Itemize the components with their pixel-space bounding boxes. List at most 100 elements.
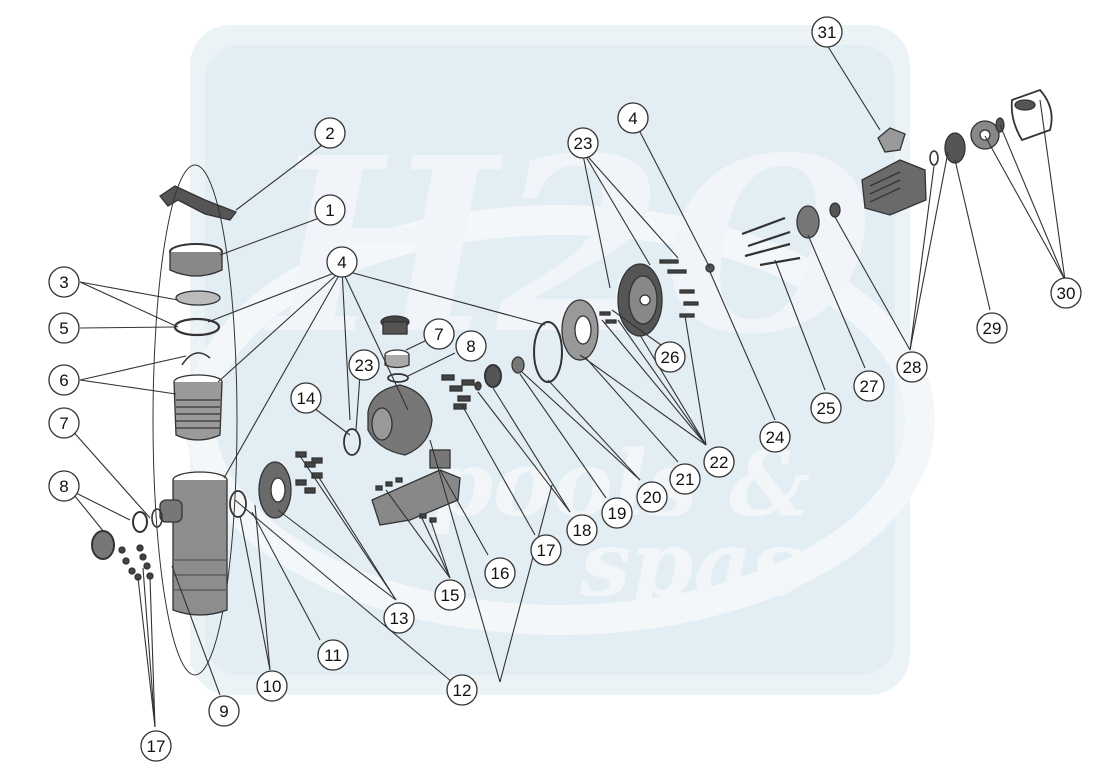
callout-c14: 14 — [290, 382, 322, 414]
callout-number: 18 — [573, 521, 592, 540]
callout-number: 10 — [263, 677, 282, 696]
callout-bubbles: 3121442335677882314263029282725242221201… — [48, 16, 1082, 762]
callout-number: 2 — [325, 124, 334, 143]
callout-c27: 27 — [853, 370, 885, 402]
callout-c8a: 8 — [48, 470, 80, 502]
callout-circle — [140, 730, 172, 762]
callout-number: 30 — [1057, 284, 1076, 303]
callout-c19: 19 — [601, 497, 633, 529]
union-nut-part — [91, 530, 115, 560]
callout-c26: 26 — [654, 341, 686, 373]
lid-part — [175, 290, 221, 306]
callout-circle — [636, 481, 668, 513]
callout-number: 11 — [324, 646, 342, 665]
callout-circle — [567, 127, 599, 159]
callout-number: 23 — [574, 134, 593, 153]
callout-circle — [256, 670, 288, 702]
basket-body — [173, 381, 223, 441]
basket-ribs — [176, 399, 220, 429]
callout-c28: 28 — [896, 351, 928, 383]
housing-inlet — [159, 499, 183, 523]
callout-c15: 15 — [434, 579, 466, 611]
callout-circle — [896, 351, 928, 383]
callout-number: 21 — [676, 470, 695, 489]
callout-number: 3 — [59, 273, 68, 292]
callout-number: 22 — [710, 453, 729, 472]
callout-number: 28 — [903, 358, 922, 377]
callout-number: 7 — [59, 414, 68, 433]
callout-circle — [654, 341, 686, 373]
callout-circle — [976, 312, 1008, 344]
diffuser-oring-part — [533, 321, 563, 383]
callout-circle — [423, 318, 455, 350]
callout-c12: 12 — [446, 674, 478, 706]
callout-circle — [530, 534, 562, 566]
callout-number: 29 — [983, 319, 1002, 338]
callout-number: 23 — [355, 356, 374, 375]
callout-circle — [434, 579, 466, 611]
callout-circle — [48, 364, 80, 396]
callout-c1: 1 — [314, 194, 346, 226]
callout-c23b: 23 — [348, 349, 380, 381]
callout-number: 6 — [59, 371, 68, 390]
callout-number: 15 — [441, 586, 460, 605]
pump-bolts — [441, 374, 475, 410]
union-ring-part — [132, 511, 148, 533]
flange-hole — [270, 477, 286, 503]
callout-number: 12 — [453, 681, 472, 700]
callout-circle — [314, 117, 346, 149]
motor-fins — [869, 171, 901, 203]
callout-circle — [669, 463, 701, 495]
strainer-outline — [152, 164, 238, 676]
callout-number: 26 — [661, 348, 680, 367]
callout-c23a: 23 — [567, 127, 599, 159]
callout-number: 31 — [818, 23, 837, 42]
callout-number: 9 — [219, 702, 228, 721]
motor-rear-oring — [929, 150, 939, 166]
callout-number: 8 — [59, 477, 68, 496]
callout-circle — [48, 266, 80, 298]
callout-circle — [446, 674, 478, 706]
callout-c4b: 4 — [617, 102, 649, 134]
callout-c13: 13 — [383, 602, 415, 634]
pump-base-block — [429, 449, 451, 469]
watermark: H2O pools & spas — [185, 25, 935, 695]
callout-circle — [759, 421, 791, 453]
union-oring-part — [151, 508, 163, 528]
callout-number: 4 — [628, 109, 637, 128]
callout-circle — [290, 382, 322, 414]
fan-cover-top — [1014, 99, 1036, 111]
seal-plate-oring — [229, 490, 247, 518]
callout-circle — [48, 312, 80, 344]
pump-neck-body — [384, 355, 410, 369]
callout-c7b: 7 — [423, 318, 455, 350]
callout-circle — [317, 639, 349, 671]
callout-c3: 3 — [48, 266, 80, 298]
callout-c11: 11 — [317, 639, 349, 671]
callout-c16: 16 — [484, 557, 516, 589]
long-bolts — [741, 216, 801, 267]
callout-circle — [48, 407, 80, 439]
housing-body — [172, 480, 228, 616]
motor-terminal-box — [877, 127, 906, 153]
callout-c31: 31 — [811, 16, 843, 48]
callout-circle — [348, 349, 380, 381]
callout-c4a: 4 — [326, 246, 358, 278]
callout-circle — [484, 557, 516, 589]
callout-number: 8 — [466, 337, 475, 356]
watermark-line2: spas — [579, 511, 803, 617]
callout-circle — [314, 194, 346, 226]
pump-cap-body — [382, 321, 408, 335]
callout-number: 19 — [608, 504, 627, 523]
callout-circle — [853, 370, 885, 402]
callout-c25: 25 — [810, 392, 842, 424]
parts — [91, 88, 1053, 676]
pump-oring-part — [343, 428, 361, 456]
callout-circle — [810, 392, 842, 424]
fan-cover-part — [1010, 88, 1053, 142]
callout-circle — [617, 102, 649, 134]
callout-circle — [1050, 277, 1082, 309]
callout-c18: 18 — [566, 514, 598, 546]
callout-c24: 24 — [759, 421, 791, 453]
